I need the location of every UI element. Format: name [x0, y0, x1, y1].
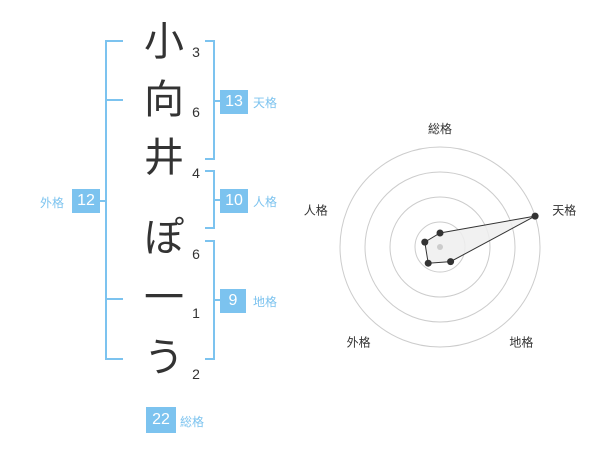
jinkaku-bracket-tick — [215, 199, 222, 201]
tenkaku-bracket-tick — [215, 100, 222, 102]
stroke-count-4: 6 — [192, 246, 200, 262]
radar-series-polygon — [424, 215, 536, 264]
radar-axis-label-2: 天格 — [552, 203, 576, 218]
tenkaku-bracket — [205, 40, 215, 160]
name-char-5: 一 — [144, 275, 184, 321]
stroke-count-5: 1 — [192, 305, 200, 321]
radar-axis-label-4: 外格 — [347, 335, 371, 350]
chikaku-bracket — [205, 240, 215, 360]
tenkaku-value: 13 — [220, 90, 248, 114]
stroke-count-6: 2 — [192, 366, 200, 382]
radar-axis-label-1: 総格 — [428, 121, 452, 136]
radar-grid-ring — [339, 146, 541, 348]
chikaku-bracket-tick — [215, 299, 222, 301]
radar-axis-label-5: 人格 — [304, 203, 328, 218]
chikaku-label: 地格 — [253, 295, 278, 309]
name-char-3: 井 — [144, 135, 184, 181]
stroke-count-1: 3 — [192, 44, 200, 60]
gaikaku-label: 外格 — [40, 196, 65, 210]
tenkaku-label: 天格 — [253, 96, 278, 110]
soukaku-label: 総格 — [180, 415, 205, 429]
chikaku-value: 9 — [220, 289, 246, 313]
radar-center-dot — [437, 244, 443, 250]
radar-axis-label-3: 地格 — [509, 335, 533, 350]
name-char-1: 小 — [144, 19, 184, 65]
jinkaku-label: 人格 — [253, 195, 278, 209]
stroke-count-3: 4 — [192, 165, 200, 181]
stroke-count-2: 6 — [192, 104, 200, 120]
radar-grid-ring — [389, 196, 491, 298]
radar-point-2 — [531, 212, 539, 220]
gaikaku-tick-upper — [105, 99, 123, 101]
gaikaku-value: 12 — [72, 189, 100, 213]
gaikaku-tick-lower — [105, 298, 123, 300]
name-char-4: ぽ — [144, 215, 184, 261]
gaikaku-bracket-tick — [99, 200, 107, 202]
radar-grid-ring — [364, 171, 516, 323]
radar-point-3 — [447, 258, 455, 266]
name-char-6: う — [144, 335, 184, 381]
name-char-2: 向 — [144, 77, 184, 123]
soukaku-value: 22 — [146, 407, 176, 433]
radar-point-4 — [424, 259, 432, 267]
jinkaku-bracket — [205, 170, 215, 229]
jinkaku-value: 10 — [220, 189, 248, 213]
radar-point-5 — [421, 238, 429, 246]
radar-point-1 — [436, 229, 444, 237]
